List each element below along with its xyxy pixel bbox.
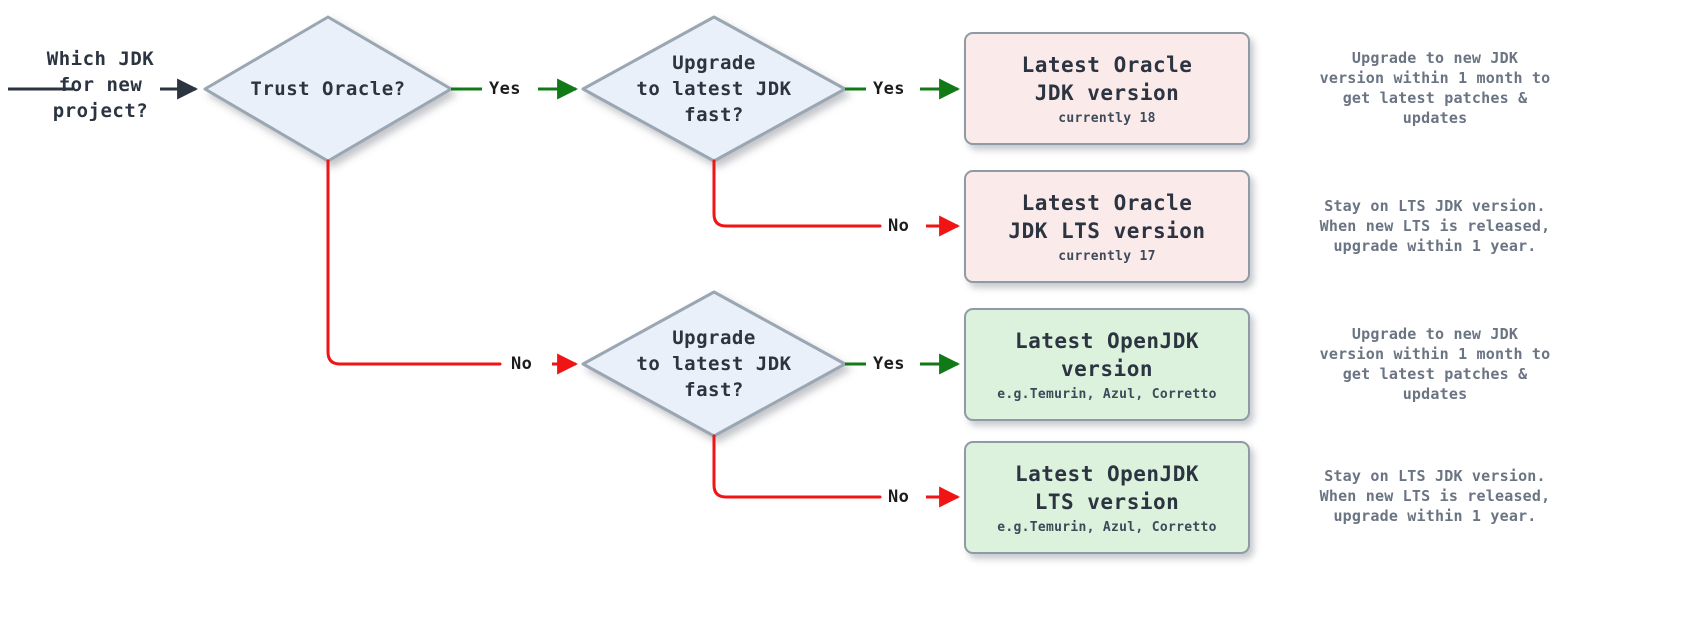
result-box-latest-openjdk-lts[interactable]: Latest OpenJDK LTS version e.g.Temurin, … (964, 441, 1250, 554)
result-title-latest-openjdk: Latest OpenJDK version (1014, 329, 1199, 381)
result-title-latest-openjdk-lts: Latest OpenJDK LTS version (1014, 462, 1199, 514)
start-label: Which JDK for new project? (46, 48, 155, 122)
result-subtitle-latest-openjdk: e.g.Temurin, Azul, Corretto (997, 387, 1217, 402)
edge-openjdk-fast-no (712, 434, 961, 508)
annotation-latest-openjdk: Upgrade to new JDK version within 1 mont… (1319, 325, 1551, 403)
edge-label-openjdk-fast-no: No (886, 487, 912, 507)
edge-label-trust-no: No (509, 354, 535, 374)
decision-upgrade-fast-oracle-label: Upgrade to latest JDK fast? (636, 52, 792, 126)
result-box-latest-oracle-jdk[interactable]: Latest Oracle JDK version currently 18 (964, 32, 1250, 145)
result-box-latest-openjdk[interactable]: Latest OpenJDK version e.g.Temurin, Azul… (964, 308, 1250, 421)
edge-label-oracle-fast-no: No (886, 216, 912, 236)
edge-label-openjdk-fast-yes: Yes (871, 354, 907, 374)
result-subtitle-latest-oracle-jdk-lts: currently 17 (1058, 249, 1156, 264)
result-title-latest-oracle-jdk-lts: Latest Oracle JDK LTS version (1008, 191, 1206, 243)
edge-oracle-fast-no (712, 159, 961, 237)
edge-trust-no (326, 159, 579, 375)
annotation-oracle-lts: Stay on LTS JDK version. When new LTS is… (1319, 197, 1551, 255)
decision-trust-oracle[interactable]: Trust Oracle? (205, 17, 451, 161)
decision-upgrade-fast-openjdk-label: Upgrade to latest JDK fast? (636, 327, 792, 401)
edge-label-trust-yes: Yes (487, 79, 523, 99)
annotation-openjdk-lts: Stay on LTS JDK version. When new LTS is… (1319, 467, 1551, 525)
decision-trust-oracle-label: Trust Oracle? (250, 78, 406, 100)
decision-upgrade-fast-oracle[interactable]: Upgrade to latest JDK fast? (583, 17, 845, 161)
edge-label-oracle-fast-yes: Yes (871, 79, 907, 99)
result-subtitle-latest-oracle-jdk: currently 18 (1058, 111, 1156, 126)
result-box-latest-oracle-jdk-lts[interactable]: Latest Oracle JDK LTS version currently … (964, 170, 1250, 283)
result-title-latest-oracle-jdk: Latest Oracle JDK version (1021, 53, 1193, 105)
annotation-latest-oracle: Upgrade to new JDK version within 1 mont… (1319, 49, 1551, 127)
result-subtitle-latest-openjdk-lts: e.g.Temurin, Azul, Corretto (997, 520, 1217, 535)
decision-upgrade-fast-openjdk[interactable]: Upgrade to latest JDK fast? (583, 292, 845, 436)
